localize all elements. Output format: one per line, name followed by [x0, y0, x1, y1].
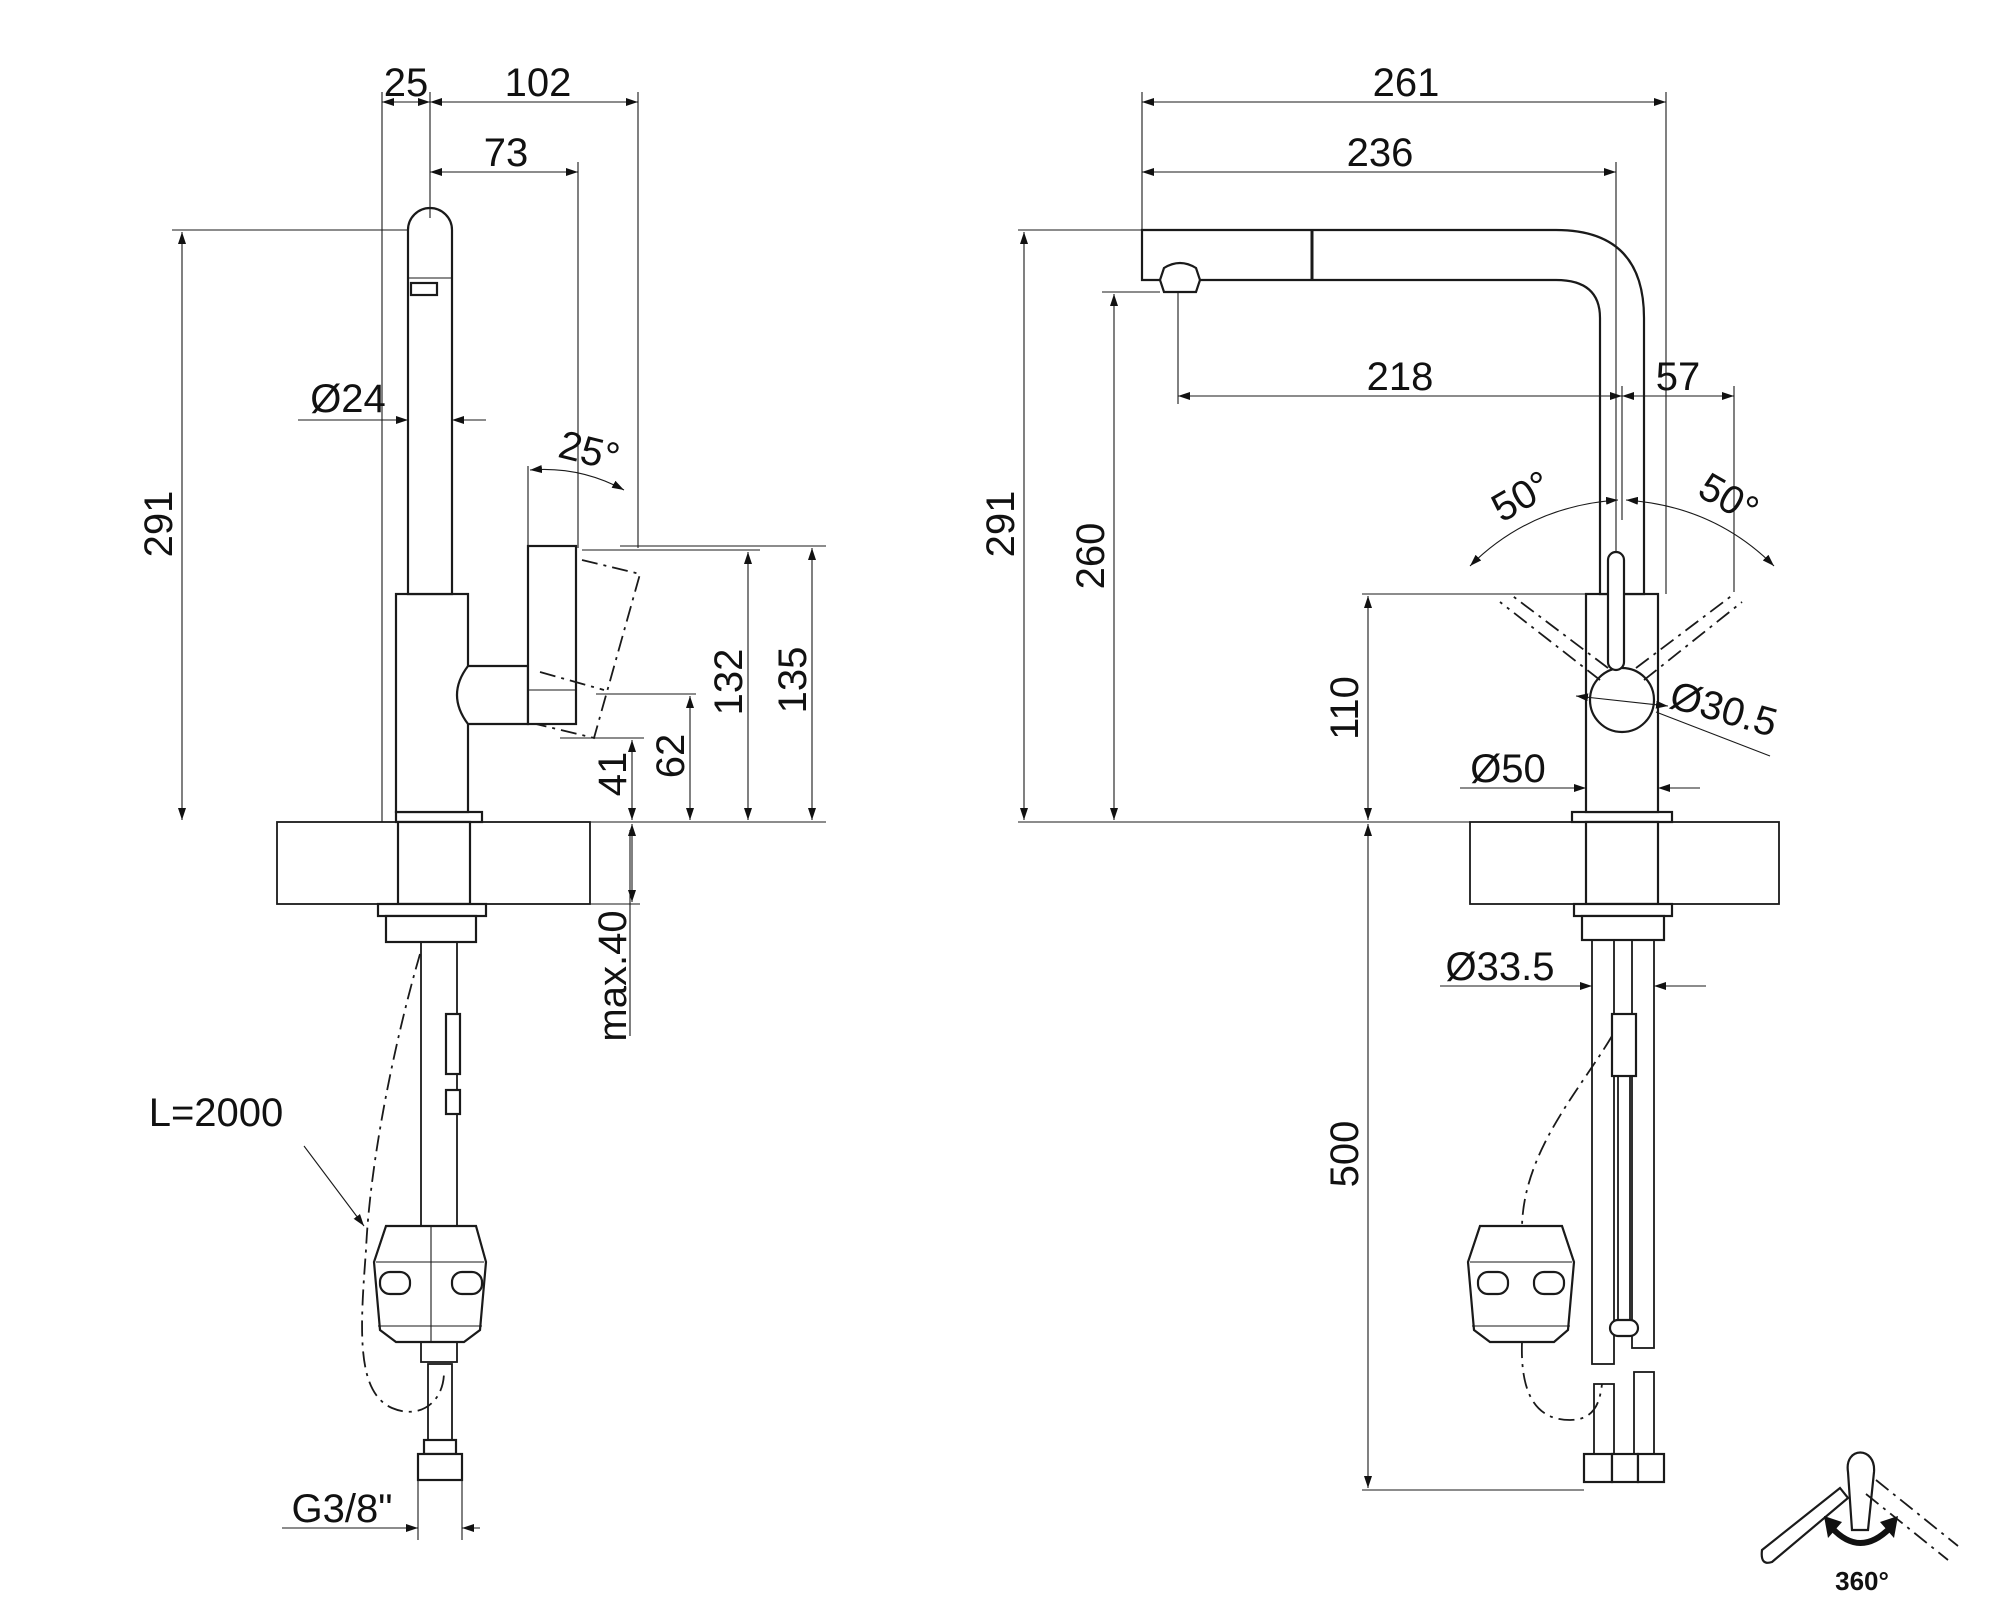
front-dimensions: 261 236 218 57 50° 50° Ø30.5	[979, 61, 1782, 1491]
dim-d33-5: Ø33.5	[1446, 945, 1555, 989]
dim-25: 25	[384, 61, 429, 105]
dim-110: 110	[1323, 676, 1367, 740]
dim-261: 261	[1373, 61, 1440, 105]
rotation-arrow-icon	[1760, 1451, 1959, 1564]
side-dimensions: 25 102 73 Ø24 291 25° 41	[137, 61, 826, 1540]
dim-291-front: 291	[979, 491, 1023, 558]
dim-135: 135	[771, 647, 815, 714]
dim-25deg: 25°	[554, 423, 623, 480]
dim-62: 62	[649, 734, 693, 779]
dim-d30-5: Ø30.5	[1665, 673, 1782, 745]
hose-set-front	[1466, 939, 1666, 1484]
dim-260: 260	[1069, 523, 1113, 590]
dim-73: 73	[484, 131, 529, 175]
countertop-section-side	[276, 810, 591, 944]
dim-132: 132	[707, 649, 751, 716]
rotation-label: 360°	[1835, 1566, 1889, 1596]
dim-d24: Ø24	[310, 377, 386, 421]
dim-max40: max.40	[591, 910, 635, 1041]
dim-236: 236	[1347, 131, 1414, 175]
rotation-badge: 360°	[1760, 1451, 1959, 1596]
faucet-side-silhouette	[394, 206, 642, 814]
hose-set-side	[361, 941, 488, 1482]
side-view: 25 102 73 Ø24 291 25° 41	[137, 61, 826, 1540]
dim-218: 218	[1367, 355, 1434, 399]
dim-50deg-left: 50°	[1484, 463, 1558, 531]
dim-102: 102	[505, 61, 572, 105]
dim-41: 41	[591, 752, 635, 797]
faucet-front-silhouette	[1140, 228, 1743, 814]
dim-d50: Ø50	[1470, 747, 1546, 791]
label-hose-length: L=2000	[149, 1091, 284, 1135]
front-view: 261 236 218 57 50° 50° Ø30.5	[979, 61, 1782, 1491]
countertop-section-front	[1469, 810, 1780, 942]
dim-57: 57	[1656, 355, 1701, 399]
label-connector: G3/8"	[292, 1487, 393, 1531]
dim-50deg-right: 50°	[1691, 465, 1765, 533]
dim-500: 500	[1323, 1121, 1367, 1188]
dim-291-side: 291	[137, 491, 181, 558]
